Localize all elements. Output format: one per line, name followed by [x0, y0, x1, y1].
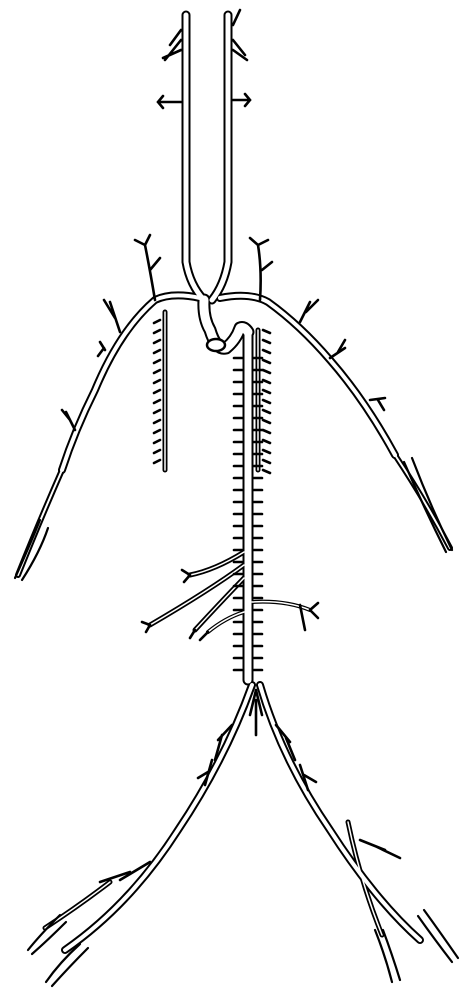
thoracic-twig-left	[263, 410, 270, 413]
right-common-carotid-artery-outline	[186, 15, 204, 300]
thoracic-twig-left	[263, 390, 270, 393]
thoracic-twig-right	[154, 340, 160, 343]
thoracic-twig-right	[154, 390, 160, 393]
thoracic-twig-right	[154, 370, 160, 373]
right-hindlimb-loop-outer	[28, 915, 66, 954]
thoracic-twig-right	[154, 430, 160, 433]
left-forelimb-twig-2	[330, 340, 345, 358]
left-iliac-artery-lumen	[260, 685, 420, 940]
left-common-carotid-artery-lumen	[212, 15, 228, 300]
left-carotid-branch	[233, 94, 250, 106]
thoracic-twig-right	[154, 360, 160, 363]
thoracic-twig-left	[263, 330, 270, 333]
thoracic-twig-left	[263, 370, 270, 373]
mesenteric-tip-1	[182, 570, 190, 582]
mesenteric-tip-2	[142, 622, 150, 632]
thoracic-twig-left	[263, 450, 270, 453]
thoracic-twig-right	[154, 420, 160, 423]
left-shoulder-tuft	[250, 238, 272, 300]
aortic-root	[207, 339, 225, 351]
left-forelimb-twig-1	[300, 300, 318, 322]
thoracic-twig-right	[154, 320, 160, 323]
left-hindlimb-loop-inner	[375, 930, 400, 982]
thoracic-twig-right	[154, 350, 160, 353]
thoracic-twig-right	[154, 460, 160, 463]
left-carotid-tuft	[233, 10, 247, 60]
thoracic-twig-left	[263, 380, 270, 383]
thoracic-twig-left	[263, 440, 270, 443]
left-iliac-artery-outline	[260, 685, 420, 940]
thoracic-twig-right	[154, 450, 160, 453]
right-forelimb-twig-3	[62, 410, 75, 430]
left-forelimb-twig-3	[370, 398, 385, 410]
right-shoulder-tuft	[135, 235, 160, 300]
thoracic-twig-left	[263, 360, 270, 363]
thoracic-twig-left	[263, 400, 270, 403]
right-subclavian-artery-outline	[62, 295, 200, 470]
thoracic-twig-left	[263, 420, 270, 423]
thoracic-twig-right	[154, 330, 160, 333]
thoracic-twig-left	[263, 460, 270, 463]
right-iliac-artery-outline	[65, 685, 252, 950]
thoracic-twig-right	[154, 440, 160, 443]
left-hindlimb-loop-outer	[418, 910, 458, 962]
thoracic-twig-left	[263, 430, 270, 433]
thoracic-twig-left	[263, 340, 270, 343]
small-branch-twigs	[15, 10, 458, 986]
right-forelimb-twig-2	[98, 342, 105, 356]
right-carotid-branch	[158, 96, 181, 108]
thoracic-twig-right	[154, 400, 160, 403]
thoracic-twig-right	[154, 410, 160, 413]
right-forelimb-twig-1	[104, 300, 120, 332]
left-hindlimb-twig	[360, 840, 400, 858]
right-iliac-artery-lumen	[65, 685, 252, 950]
thoracic-twig-left	[263, 350, 270, 353]
vessel-outlines	[18, 15, 450, 950]
thoracic-twig-right	[154, 380, 160, 383]
mesenteric-tip-3	[190, 630, 208, 640]
right-carotid-tuft	[163, 30, 181, 60]
vessel-lumens	[18, 15, 450, 950]
thoracic-twig-left	[263, 470, 270, 473]
